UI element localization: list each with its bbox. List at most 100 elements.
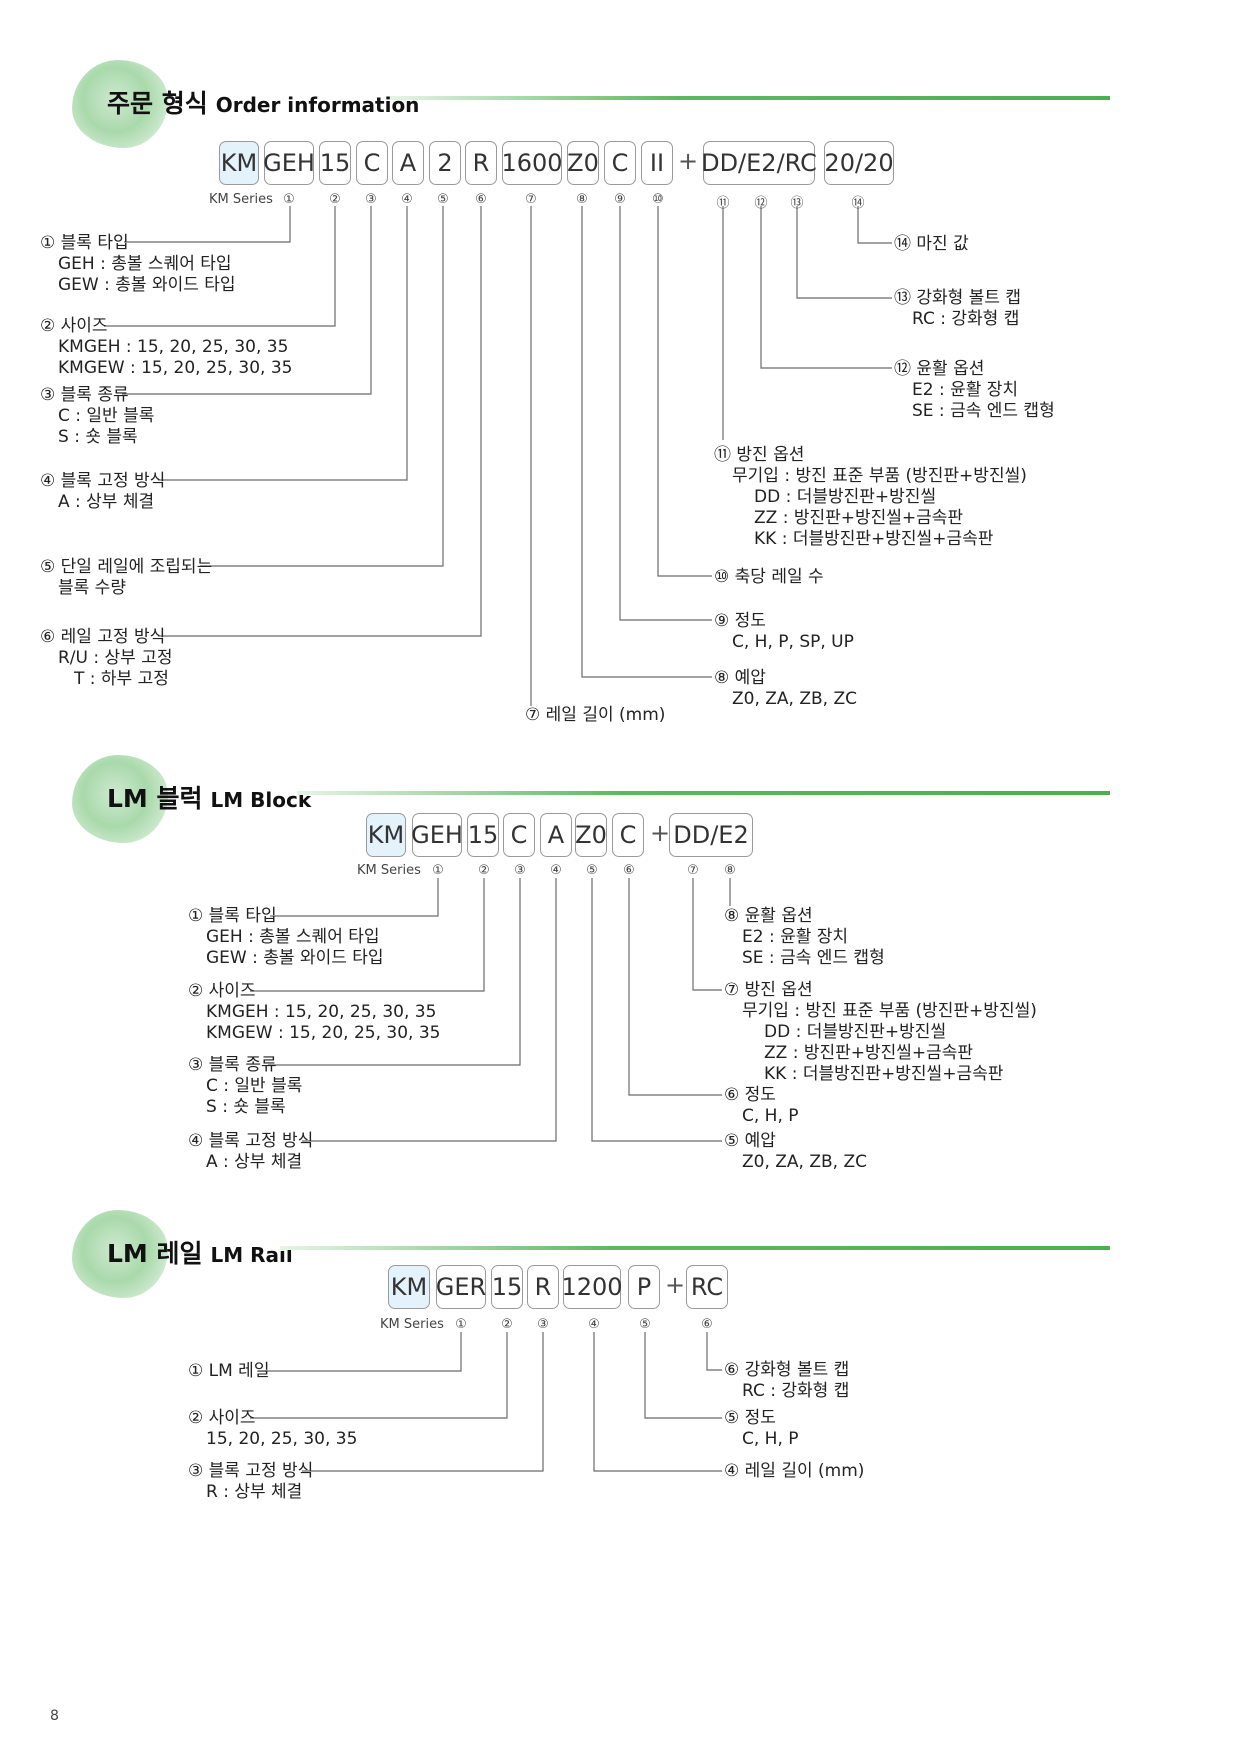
index-number-4: ④ [401, 192, 413, 207]
code-box-6: R [465, 141, 497, 185]
leader-line [796, 206, 892, 299]
label-detail: R/U : 상부 고정 [58, 648, 173, 668]
title-english: LM Rail [210, 1243, 293, 1267]
label-l1: ① LM 레일 [188, 1361, 269, 1382]
index-number-4: ④ [550, 863, 562, 878]
index-number-7: ⑦ [525, 192, 537, 207]
index-number-6: ⑥ [623, 863, 635, 878]
leader-line [302, 878, 557, 1142]
index-number-5: ⑤ [586, 863, 598, 878]
index-number-11: ⑪ [716, 196, 730, 211]
label-detail: C, H, P [742, 1106, 799, 1126]
plus-sign: + [678, 147, 699, 175]
title-korean: LM 블럭 [107, 784, 203, 813]
index-number-7: ⑦ [687, 863, 699, 878]
code-box-10: II [641, 141, 673, 185]
label-title: ④ 레일 길이 (mm) [724, 1461, 865, 1481]
index-number-3: ③ [537, 1317, 549, 1332]
section-divider [280, 1246, 1110, 1250]
index-number-2: ② [329, 192, 341, 207]
label-title: ① 블록 타입 [188, 906, 277, 926]
index-number-6: ⑥ [701, 1317, 713, 1332]
code-box-9: C [604, 141, 636, 185]
code-box-13: 20/20 [824, 141, 894, 185]
code-box-4: A [392, 141, 424, 185]
label-title: ⑥ 정도 [724, 1085, 776, 1105]
label-detail: S : 숏 블록 [58, 427, 138, 447]
plus-sign: + [650, 819, 671, 847]
label-title: ② 사이즈 [40, 316, 108, 336]
label-l10: ⑩ 축당 레일 수 [714, 567, 824, 588]
code-box-1: GER [436, 1265, 486, 1309]
label-detail: 무기입 : 방진 표준 부품 (방진판+방진씰) [732, 466, 1027, 486]
label-detail: C, H, P [742, 1429, 799, 1449]
section-divider [390, 96, 1110, 100]
label-detail: KK : 더블방진판+방진씰+금속판 [754, 529, 994, 549]
code-box-4: 1200 [561, 1265, 623, 1309]
label-detail: KK : 더블방진판+방진씰+금속판 [764, 1064, 1004, 1084]
label-title: ⑧ 예압 [714, 668, 766, 688]
label-title: ⑪ 방진 옵션 [714, 445, 805, 465]
title-korean: 주문 형식 [107, 89, 208, 118]
label-title: ⑬ 강화형 볼트 캡 [894, 288, 1022, 308]
label-detail: KMGEH : 15, 20, 25, 30, 35 [206, 1002, 437, 1022]
label-title: ⑫ 윤활 옵션 [894, 359, 985, 379]
label-title: ② 사이즈 [188, 981, 256, 1001]
label-title: ③ 블록 고정 방식 [188, 1461, 314, 1481]
label-detail: E2 : 윤활 장치 [912, 380, 1019, 400]
label-detail: GEH : 총볼 스퀘어 타입 [206, 927, 380, 947]
label-title: ⑦ 방진 옵션 [724, 980, 813, 1000]
green-blob-decoration [72, 755, 168, 843]
code-box-5: P [628, 1265, 660, 1309]
code-box-7: 1600 [501, 141, 563, 185]
index-number-2: ② [501, 1317, 513, 1332]
leader-line [250, 878, 485, 992]
code-box-5: 2 [429, 141, 461, 185]
code-box-12: DD/E2/RC [701, 141, 817, 185]
label-title: ① LM 레일 [188, 1361, 270, 1381]
index-number-6: ⑥ [475, 192, 487, 207]
label-detail: A : 상부 체결 [206, 1152, 303, 1172]
label-title: ⑭ 마진 값 [894, 234, 969, 254]
label-title: ⑤ 정도 [724, 1408, 776, 1428]
km-series-label: KM Series [209, 192, 273, 207]
label-title: ② 사이즈 [188, 1408, 256, 1428]
code-box-0: KM [366, 813, 406, 857]
label-detail: C : 일반 블록 [206, 1076, 303, 1096]
label-detail: 무기입 : 방진 표준 부품 (방진판+방진씰) [742, 1001, 1037, 1021]
label-detail: SE : 금속 엔드 캡형 [912, 401, 1055, 421]
label-detail: KMGEH : 15, 20, 25, 30, 35 [58, 337, 289, 357]
leader-line [591, 878, 722, 1142]
leader-line [628, 878, 722, 1096]
leader-line [760, 206, 892, 369]
label-title: ③ 블록 종류 [188, 1055, 277, 1075]
index-number-3: ③ [365, 192, 377, 207]
index-number-1: ① [432, 863, 444, 878]
label-detail: A : 상부 체결 [58, 492, 155, 512]
label-detail: DD : 더블방진판+방진씰 [764, 1022, 947, 1042]
index-number-5: ⑤ [639, 1317, 651, 1332]
label-title: ⑥ 레일 고정 방식 [40, 627, 166, 647]
label-detail: E2 : 윤활 장치 [742, 927, 849, 947]
leader-line [124, 206, 291, 243]
label-title: ⑩ 축당 레일 수 [714, 567, 824, 587]
label-detail: C : 일반 블록 [58, 406, 155, 426]
label-l4: ④ 레일 길이 (mm) [724, 1461, 864, 1482]
code-box-1: GEH [263, 141, 315, 185]
